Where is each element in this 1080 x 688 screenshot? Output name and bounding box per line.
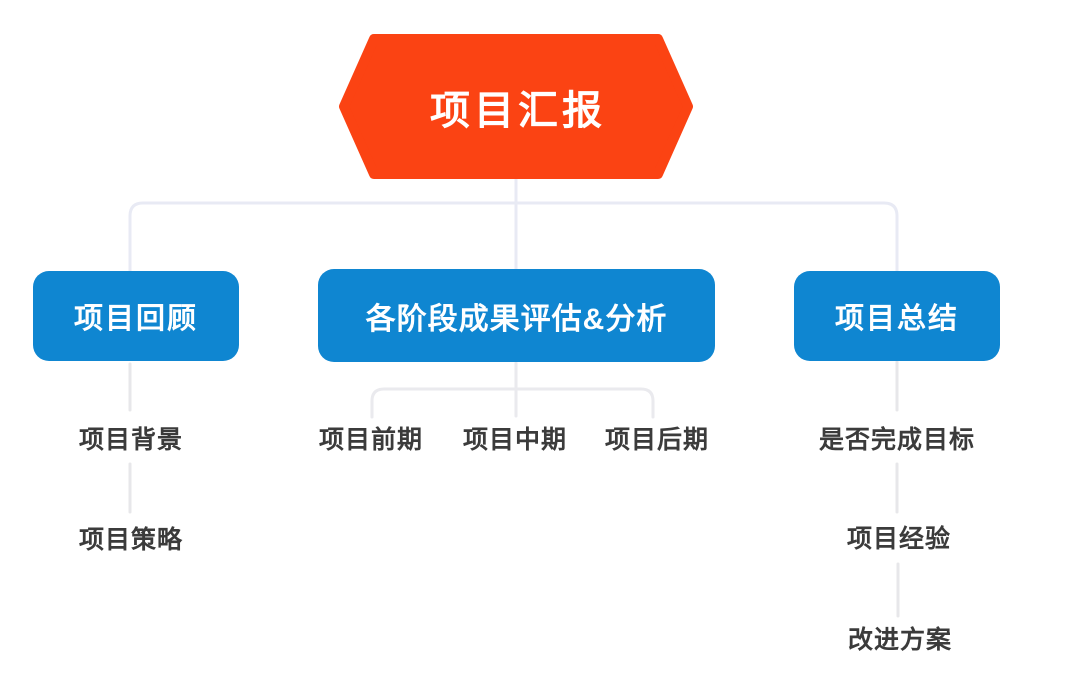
- leaf-node-goal-completion[interactable]: 是否完成目标: [818, 426, 976, 454]
- leaf-node-project-late[interactable]: 项目后期: [604, 426, 710, 454]
- branch-node-project-review[interactable]: 项目回顾: [33, 271, 239, 361]
- branch-node-label: 各阶段成果评估&分析: [365, 302, 668, 336]
- hexagon-shape: [339, 34, 693, 179]
- leaf-node-improvement-plan[interactable]: 改进方案: [847, 626, 953, 654]
- leaf-node-project-middle[interactable]: 项目中期: [462, 426, 568, 454]
- leaf-node-project-experience[interactable]: 项目经验: [846, 525, 952, 553]
- connector-eval-rail: [370, 387, 655, 419]
- branch-node-project-summary[interactable]: 项目总结: [794, 271, 1000, 361]
- branch-node-label: 项目总结: [834, 303, 959, 335]
- branch-node-label: 项目回顾: [73, 303, 198, 335]
- leaf-node-project-strategy[interactable]: 项目策略: [78, 526, 184, 554]
- connector-level1-rail: [128, 201, 899, 273]
- leaf-node-project-background[interactable]: 项目背景: [78, 426, 184, 454]
- branch-node-stage-evaluation[interactable]: 各阶段成果评估&分析: [318, 269, 715, 362]
- root-node[interactable]: 项目汇报: [338, 33, 694, 180]
- root-node-label: 项目汇报: [430, 88, 606, 133]
- leaf-node-project-early[interactable]: 项目前期: [318, 426, 424, 454]
